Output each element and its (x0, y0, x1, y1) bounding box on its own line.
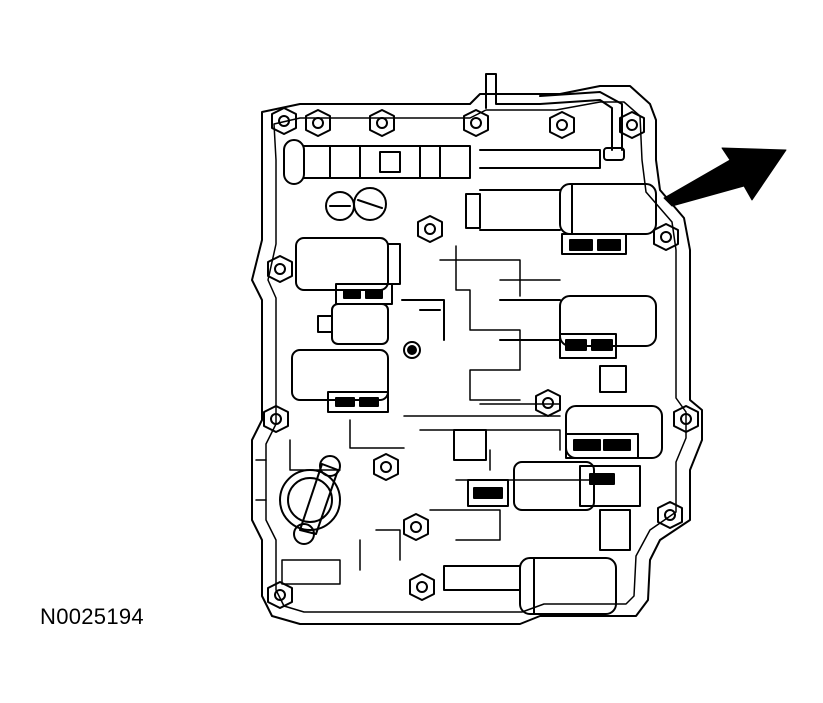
solenoid-1 (465, 183, 657, 255)
figure-reference-number: N0025194 (40, 604, 144, 629)
solenoid-right-lower (565, 405, 663, 459)
valve-body-rim (265, 101, 687, 613)
bolt-11 (535, 389, 561, 417)
bolt-15 (267, 581, 293, 609)
solenoid-right-middle (499, 295, 657, 393)
lower-casting-detail (255, 439, 401, 585)
bolt-5 (549, 111, 575, 139)
bolt-10 (263, 405, 289, 433)
fluid-channels (349, 245, 601, 541)
solenoid-lower-center (453, 429, 641, 511)
bolt-9 (267, 255, 293, 283)
upper-spool-bore (283, 139, 601, 221)
tube-fitting (603, 147, 625, 161)
bolt-1 (271, 107, 297, 135)
solenoid-left-middle (291, 349, 389, 413)
solenoid-1-connector (561, 233, 627, 255)
pointer-arrow (663, 147, 787, 207)
valve-body-outline (251, 85, 703, 625)
bolt-14 (403, 513, 429, 541)
bolt-7 (417, 215, 443, 243)
bolt-17 (657, 501, 683, 529)
central-valve (317, 299, 445, 359)
top-tube (485, 73, 623, 151)
bolt-16 (409, 573, 435, 601)
bolt-12 (673, 405, 699, 433)
mounting-bolts (263, 107, 699, 609)
bolt-2 (305, 109, 331, 137)
manual-valve-lever (279, 455, 341, 545)
bolt-13 (373, 453, 399, 481)
bolt-4 (463, 109, 489, 137)
solenoid-left-upper (295, 237, 401, 305)
bolt-6 (619, 111, 645, 139)
bolt-3 (369, 109, 395, 137)
solenoid-bottom (443, 509, 631, 615)
bolt-8 (653, 223, 679, 251)
